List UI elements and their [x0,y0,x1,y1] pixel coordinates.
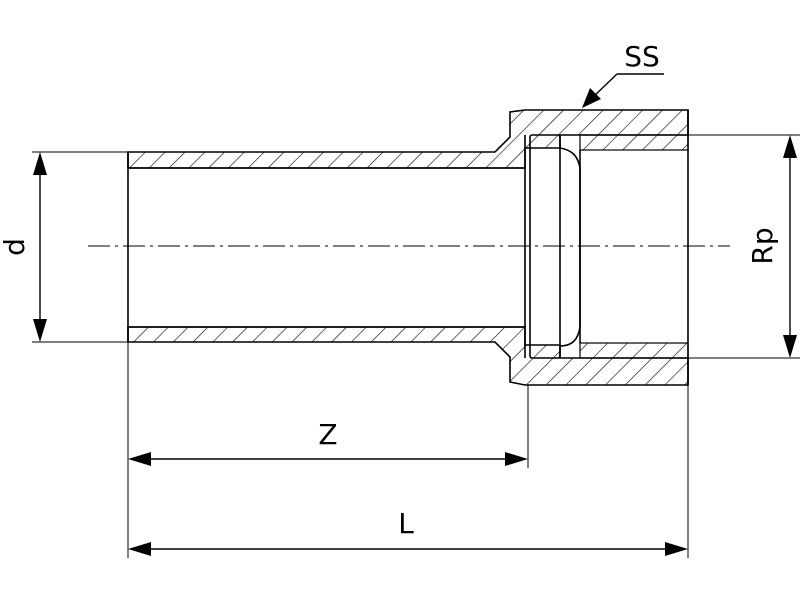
material-label: SS [624,40,660,73]
dimension-d-label: d [0,238,31,256]
dimension-rp-label: Rp [746,227,779,264]
material-leader [582,73,664,108]
dimension-rp-arrow [783,135,797,358]
dimension-l-arrow [128,542,688,556]
dimension-z-label: Z [318,418,337,451]
pipe-outline [127,110,689,385]
dimension-l-label: L [398,507,414,540]
dimension-d-arrow [33,152,47,342]
socket-thread-top [579,134,689,151]
socket-thread-bottom [579,342,689,359]
extension-lines [32,134,800,558]
dimension-z-arrow [128,452,528,466]
